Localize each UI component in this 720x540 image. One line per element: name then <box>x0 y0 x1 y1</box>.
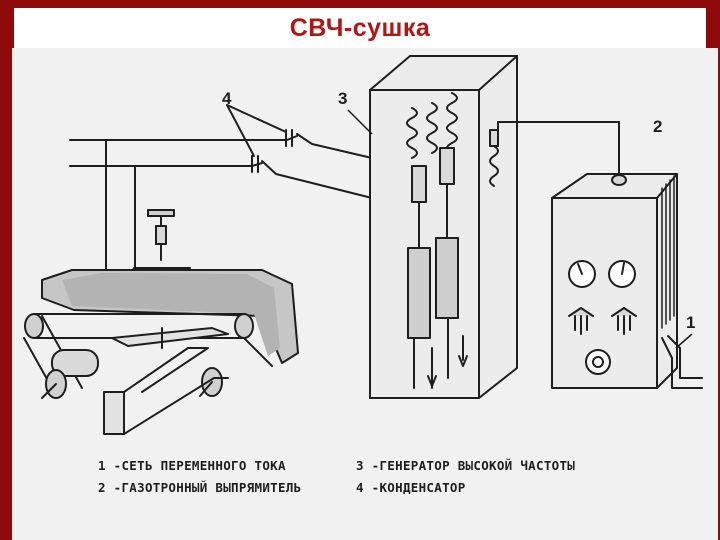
supply-lines <box>69 133 415 285</box>
hf-generator-cabinet <box>369 55 620 399</box>
diagram-canvas: 4 3 2 1 1 -СЕТЬ ПЕРЕМЕННОГО ТОКА 3 -ГЕНЕ… <box>12 48 718 540</box>
callout-3: 3 <box>338 89 347 108</box>
legend-item-2: 2 -ГАЗОТРОННЫЙ ВЫПРЯМИТЕЛЬ <box>98 480 302 495</box>
callout-leaders <box>347 109 693 349</box>
title-bar: СВЧ-сушка <box>14 8 706 48</box>
gas-rectifier-cabinet <box>551 173 703 389</box>
callout-1: 1 <box>686 313 695 332</box>
callout-4: 4 <box>222 89 232 108</box>
microwave-dryer-diagram: 4 3 2 1 <box>23 55 703 435</box>
conveyor <box>23 269 299 435</box>
slide-title: СВЧ-сушка <box>289 13 431 42</box>
callout-2: 2 <box>653 117 662 136</box>
legend-item-1: 1 -СЕТЬ ПЕРЕМЕННОГО ТОКА <box>98 458 286 473</box>
legend-item-3: 3 -ГЕНЕРАТОР ВЫСОКОЙ ЧАСТОТЫ <box>356 458 576 473</box>
legend-item-4: 4 -КОНДЕНСАТОР <box>356 480 466 495</box>
capacitor-symbols <box>226 104 293 173</box>
slide-frame <box>0 0 12 540</box>
